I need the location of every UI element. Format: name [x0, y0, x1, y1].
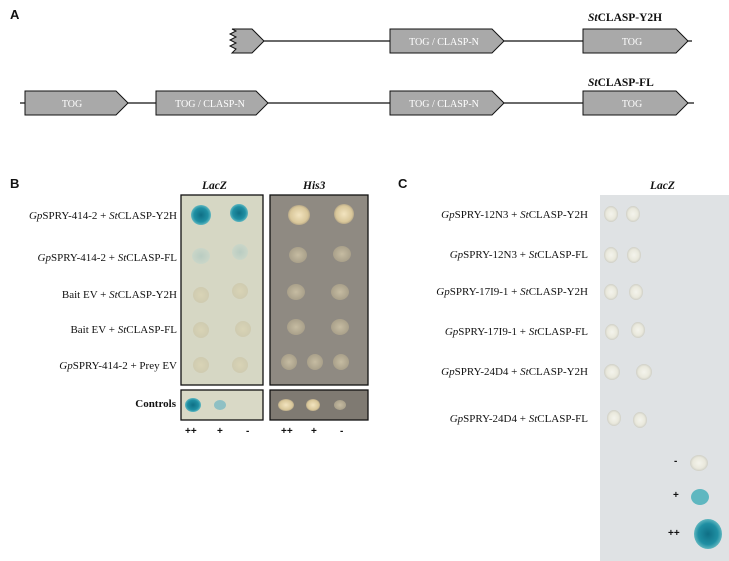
tog-clasp-n-domain: [155, 90, 269, 116]
control-symbol: +: [217, 426, 223, 437]
control-symbol: -: [674, 456, 678, 467]
row-label: GpSPRY-414-2 + StCLASP-Y2H: [28, 210, 177, 222]
control-colony-weak: [691, 489, 709, 505]
domain-label: TOG: [622, 37, 642, 48]
domain-label: TOG: [622, 99, 642, 110]
colony: [334, 204, 354, 224]
colony-blue: [191, 205, 211, 225]
colony: [607, 410, 621, 426]
controls-label: Controls: [135, 398, 176, 410]
tog-clasp-n-domain: [389, 28, 505, 54]
colony: [288, 205, 310, 225]
panel-b-letter: B: [10, 176, 20, 191]
colony: [604, 247, 618, 263]
row-label: GpSPRY-24D4 + StCLASP-FL: [449, 413, 588, 425]
construct-fl-title: StCLASP-FL: [588, 77, 654, 89]
colony: [232, 357, 248, 373]
colony: [331, 284, 349, 300]
control-symbol: ++: [281, 426, 293, 437]
construct-y2h-title: StCLASP-Y2H: [588, 12, 663, 24]
lacz-column-title: LacZ: [202, 180, 227, 192]
colony-blue: [230, 204, 248, 222]
panelC-lacz-title: LacZ: [650, 180, 675, 192]
control-colony-weak: [214, 400, 226, 410]
control-colony-strong: [185, 398, 201, 412]
his3-plate: [269, 194, 369, 386]
colony: [633, 412, 647, 428]
colony: [604, 284, 618, 300]
row-label: GpSPRY-414-2 + Prey EV: [59, 360, 177, 372]
row-label: GpSPRY-17I9-1 + StCLASP-Y2H: [436, 286, 588, 298]
colony: [605, 324, 619, 340]
control-symbol: +: [673, 490, 679, 501]
row-label: GpSPRY-12N3 + StCLASP-Y2H: [441, 209, 588, 221]
control-colony-negative: [690, 455, 708, 471]
row-label: GpSPRY-24D4 + StCLASP-Y2H: [441, 366, 588, 378]
colony: [287, 284, 305, 300]
colony: [193, 287, 209, 303]
colony: [333, 354, 349, 370]
control-symbol: +: [311, 426, 317, 437]
tog-domain: [24, 90, 129, 116]
tog-domain: [582, 28, 689, 54]
control-colony-strong: [694, 519, 722, 549]
control-symbol: -: [246, 426, 250, 437]
control-symbol: ++: [668, 528, 680, 539]
truncated-domain: [228, 28, 265, 54]
colony: [193, 357, 209, 373]
control-colony: [306, 399, 320, 411]
row-label: GpSPRY-17I9-1 + StCLASP-FL: [444, 326, 588, 338]
domain-label: TOG / CLASP-N: [409, 99, 479, 110]
colony: [627, 247, 641, 263]
panel-a-letter: A: [10, 7, 20, 22]
control-symbol: ++: [185, 426, 197, 437]
colony: [604, 206, 618, 222]
domain-diagram: TOG / CLASP-N TOG TOG TOG / CLASP-N TOG …: [20, 28, 694, 116]
colony: [333, 246, 351, 262]
colony: [631, 322, 645, 338]
colony: [626, 206, 640, 222]
colony: [307, 354, 323, 370]
control-colony: [278, 399, 294, 411]
control-colony: [334, 400, 346, 410]
domain-label: TOG / CLASP-N: [175, 99, 245, 110]
row-label: Bait EV + StCLASP-Y2H: [61, 289, 177, 301]
colony: [331, 319, 349, 335]
colony: [604, 364, 620, 380]
colony: [235, 321, 251, 337]
colony: [281, 354, 297, 370]
tog-domain: [582, 90, 689, 116]
control-symbol: -: [340, 426, 344, 437]
colony: [232, 244, 248, 260]
domain-label: TOG: [62, 99, 82, 110]
row-label: Bait EV + StCLASP-FL: [70, 324, 177, 336]
colony: [636, 364, 652, 380]
domain-label: TOG / CLASP-N: [409, 37, 479, 48]
colony: [232, 283, 248, 299]
colony: [192, 248, 210, 264]
colony: [629, 284, 643, 300]
panel-c-letter: C: [398, 176, 408, 191]
lacz-plate: [180, 194, 264, 386]
colony: [287, 319, 305, 335]
row-label: GpSPRY-12N3 + StCLASP-FL: [449, 249, 588, 261]
row-label: GpSPRY-414-2 + StCLASP-FL: [37, 252, 178, 264]
panelC-plate: [600, 195, 729, 561]
his3-column-title: His3: [303, 180, 326, 192]
colony: [193, 322, 209, 338]
colony: [289, 247, 307, 263]
tog-clasp-n-domain: [389, 90, 505, 116]
